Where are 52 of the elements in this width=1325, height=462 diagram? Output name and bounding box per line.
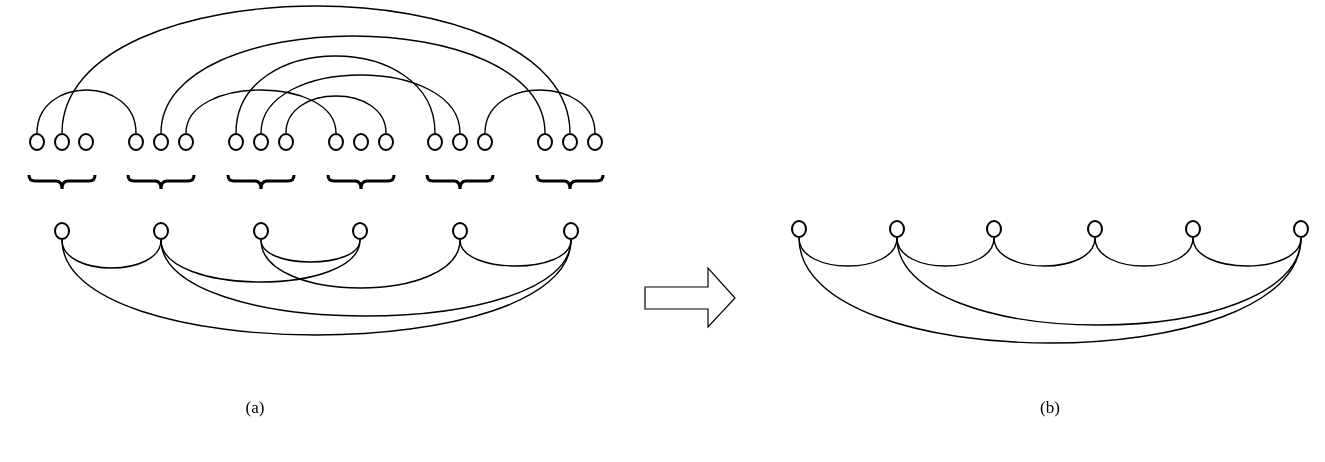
vertex-circle	[253, 222, 269, 240]
vertex-circle	[378, 133, 394, 151]
arc	[235, 55, 436, 134]
vertex-circle	[153, 222, 169, 240]
panel-label: (a)	[245, 398, 265, 418]
arc	[61, 5, 571, 134]
arc	[1094, 237, 1194, 267]
arc	[160, 239, 572, 317]
vertex-circle	[889, 220, 905, 238]
arc	[484, 89, 596, 134]
vertex-circle	[54, 133, 70, 151]
vertex-circle	[477, 133, 493, 151]
arc	[61, 239, 572, 336]
vertex-circle	[153, 133, 169, 151]
arc	[260, 239, 461, 289]
arc	[160, 35, 546, 134]
vertex-circle	[537, 133, 553, 151]
vertex-circle	[452, 133, 468, 151]
arc	[260, 74, 461, 134]
vertex-circle	[1087, 220, 1103, 238]
arc	[459, 239, 572, 267]
vertex-circle	[29, 133, 45, 151]
arc	[1192, 237, 1302, 267]
vertex-circle	[452, 222, 468, 240]
vertex-circle	[178, 133, 194, 151]
vertex-circle	[563, 222, 579, 240]
arc	[798, 237, 1302, 344]
vertex-circle	[587, 133, 603, 151]
vertex-circle	[278, 133, 294, 151]
vertex-circle	[328, 133, 344, 151]
vertex-circle	[54, 222, 70, 240]
vertex-circle	[562, 133, 578, 151]
vertex-circle	[128, 133, 144, 151]
vertex-circle	[427, 133, 443, 151]
arc	[160, 239, 361, 283]
vertex-circle	[1185, 220, 1201, 238]
arc	[36, 89, 137, 134]
vertex-circle	[253, 133, 269, 151]
arc	[260, 239, 361, 263]
arc	[285, 95, 387, 134]
panel-label: (b)	[1040, 398, 1060, 418]
arc	[185, 89, 337, 134]
vertex-circle	[353, 133, 369, 151]
vertex-circle	[78, 133, 94, 151]
arc	[896, 237, 995, 267]
arc	[896, 237, 1302, 326]
vertex-circle	[1293, 220, 1309, 238]
vertex-circle	[352, 222, 368, 240]
arc	[993, 237, 1096, 267]
vertex-circle	[986, 220, 1002, 238]
vertex-circle	[791, 220, 807, 238]
vertex-circle	[228, 133, 244, 151]
